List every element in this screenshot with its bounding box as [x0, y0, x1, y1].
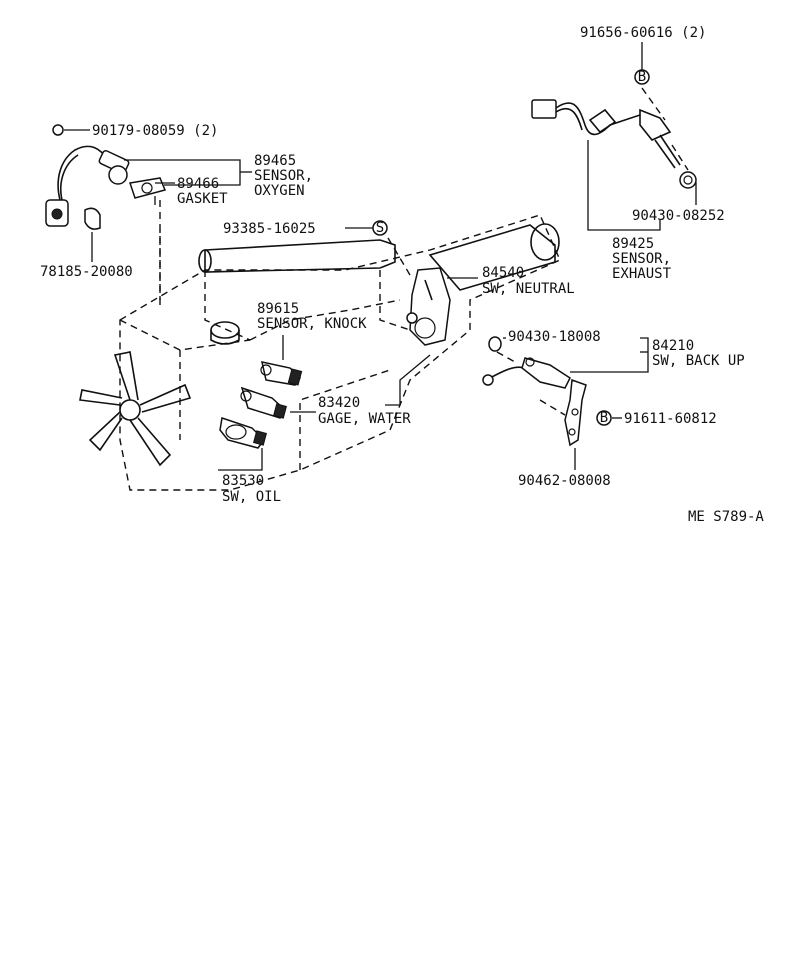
oil-pressure-switch [219, 417, 267, 449]
label-89425-desc2: EXHAUST [612, 266, 672, 282]
label-89466: 89466 [177, 176, 219, 192]
label-90179-08059: 90179-08059 (2) [92, 123, 218, 139]
label-89466-desc: GASKET [177, 191, 228, 207]
label-90430-18008: 90430-18008 [508, 329, 601, 345]
cooling-fan [79, 351, 192, 467]
label-90462-08008: 90462-08008 [518, 473, 611, 489]
water-gage-sender [240, 386, 287, 419]
label-89465-desc2: OXYGEN [254, 183, 305, 199]
label-78185-20080: 78185-20080 [40, 264, 133, 280]
bracket [564, 378, 587, 447]
label-84540: 84540 [482, 265, 524, 281]
marker-b-top-text: B [638, 69, 646, 85]
label-83530-desc: SW, OIL [222, 489, 281, 505]
marker-s: S [372, 220, 388, 236]
label-89425-desc1: SENSOR, [612, 251, 671, 267]
neutral-switch [406, 267, 451, 346]
label-89465-desc1: SENSOR, [254, 168, 313, 184]
marker-b-top: B [634, 69, 650, 85]
label-89615: 89615 [257, 301, 299, 317]
reference-code: ME S789-A [688, 509, 764, 525]
engine-block [119, 214, 561, 491]
label-83420-desc: GAGE, WATER [318, 411, 411, 427]
label-89425: 89425 [612, 236, 654, 252]
marker-b-right: B [596, 410, 612, 426]
knock-sensor [260, 361, 303, 386]
label-93385-16025: 93385-16025 [223, 221, 316, 237]
oxygen-sensor [45, 124, 167, 230]
label-84540-desc: SW, NEUTRAL [482, 281, 575, 297]
label-89465: 89465 [254, 153, 296, 169]
marker-b-right-text: B [600, 410, 608, 426]
back-up-switch [482, 336, 571, 389]
label-83420: 83420 [318, 395, 360, 411]
label-84210: 84210 [652, 338, 694, 354]
exhaust-sensor [531, 99, 697, 189]
label-89615-desc: SENSOR, KNOCK [257, 316, 367, 332]
label-91611-60812: 91611-60812 [624, 411, 717, 427]
label-84210-desc: SW, BACK UP [652, 353, 745, 369]
leader-lines [64, 42, 697, 471]
marker-s-text: S [376, 220, 384, 236]
label-91656-60616: 91656-60616 (2) [580, 25, 706, 41]
label-83530: 83530 [222, 473, 264, 489]
dashed-guides [159, 87, 689, 416]
label-90430-08252: 90430-08252 [632, 208, 725, 224]
